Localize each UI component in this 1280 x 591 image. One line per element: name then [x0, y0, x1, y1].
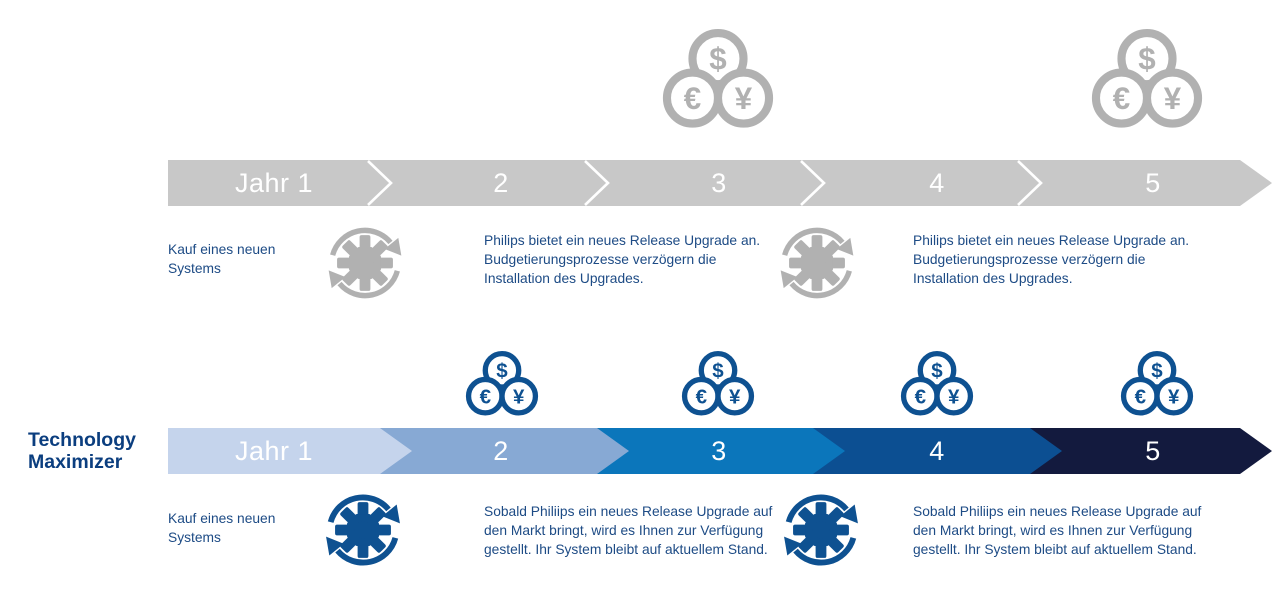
cog-wheel: [335, 502, 391, 558]
maximizer-segment-label-3: 3: [711, 436, 727, 466]
euro-coin: €: [900, 376, 940, 416]
arrow-body: [168, 160, 1272, 206]
maximizer-segment-label-1: Jahr 1: [234, 436, 314, 466]
maximizer-upgrade-note: Sobald Philiips ein neues Release Upgrad…: [484, 504, 773, 557]
cog-wheel: [789, 235, 845, 291]
svg-text:€: €: [915, 385, 927, 408]
currency-coins-icon: $ € ¥: [465, 350, 539, 416]
standard-segment-label-4: 4: [929, 168, 945, 198]
svg-text:€: €: [684, 81, 701, 116]
standard-segment-label-2: 2: [493, 168, 509, 198]
arrow-segment-3: [597, 428, 845, 474]
currency-coins-icon: $ € ¥: [1120, 350, 1194, 416]
gear-refresh-icon: [328, 227, 402, 299]
yen-coin: ¥: [713, 68, 774, 128]
svg-text:$: $: [1151, 360, 1163, 383]
svg-text:$: $: [496, 360, 508, 383]
maximizer-title: Technology Maximizer: [28, 429, 178, 473]
currency-coins-icon: $ € ¥: [900, 350, 974, 416]
arrow-segment-2: [380, 428, 629, 474]
svg-text:€: €: [1113, 81, 1130, 116]
chevron-separator: [367, 160, 393, 206]
chevron-separator: [800, 160, 826, 206]
chevron-separator: [584, 160, 610, 206]
currency-coins-icon: $ € ¥: [681, 350, 755, 416]
cog-wheel: [337, 235, 393, 291]
arrow-segment-4: [813, 428, 1062, 474]
standard-segment-label-5: 5: [1145, 168, 1161, 198]
currency-coins-icon: $ € ¥: [1091, 29, 1203, 128]
maximizer-title-line2: Maximizer: [28, 451, 123, 473]
euro-coin: €: [681, 376, 721, 416]
standard-segment-label-3: 3: [711, 168, 727, 198]
euro-coin: €: [1120, 376, 1160, 416]
svg-text:$: $: [1138, 42, 1155, 77]
svg-text:$: $: [709, 42, 726, 77]
arrow-segment-1: [168, 428, 412, 474]
svg-text:¥: ¥: [513, 385, 525, 408]
svg-text:€: €: [480, 385, 492, 408]
svg-text:¥: ¥: [735, 81, 753, 116]
maximizer-segment-label-4: 4: [929, 436, 945, 466]
yen-coin: ¥: [934, 376, 974, 416]
standard-purchase-note: Kauf eines neuen Systems: [168, 242, 276, 276]
maximizer-segment-label-2: 2: [493, 436, 509, 466]
chevron-separator: [1017, 160, 1043, 206]
currency-coins-icon: $ € ¥: [662, 29, 774, 128]
maximizer-upgrade-note: Sobald Philiips ein neues Release Upgrad…: [913, 504, 1202, 557]
cog-wheel: [793, 502, 849, 558]
maximizer-segment-label-5: 5: [1145, 436, 1161, 466]
yen-coin: ¥: [715, 376, 755, 416]
svg-text:$: $: [931, 360, 943, 383]
maximizer-purchase-note: Kauf eines neuen Systems: [168, 511, 276, 545]
svg-text:$: $: [712, 360, 724, 383]
standard-timeline-arrow: [168, 160, 1272, 206]
gear-refresh-icon: [784, 494, 858, 566]
euro-coin: €: [1091, 68, 1152, 128]
gear-refresh-icon: [780, 227, 854, 299]
standard-upgrade-note: Philips bietet ein neues Release Upgrade…: [484, 233, 761, 286]
standard-segment-label-1: Jahr 1: [234, 168, 314, 198]
standard-upgrade-note: Philips bietet ein neues Release Upgrade…: [913, 233, 1190, 286]
svg-text:€: €: [1135, 385, 1147, 408]
svg-text:¥: ¥: [729, 385, 741, 408]
arrow-segment-5: [1030, 428, 1272, 474]
yen-coin: ¥: [499, 376, 539, 416]
svg-text:¥: ¥: [1164, 81, 1182, 116]
svg-text:€: €: [696, 385, 708, 408]
maximizer-timeline-arrow: [168, 428, 1272, 474]
maximizer-title-line1: Technology: [28, 429, 136, 451]
svg-text:¥: ¥: [948, 385, 960, 408]
yen-coin: ¥: [1142, 68, 1203, 128]
yen-coin: ¥: [1154, 376, 1194, 416]
gear-refresh-icon: [326, 494, 400, 566]
euro-coin: €: [465, 376, 505, 416]
svg-text:¥: ¥: [1168, 385, 1180, 408]
